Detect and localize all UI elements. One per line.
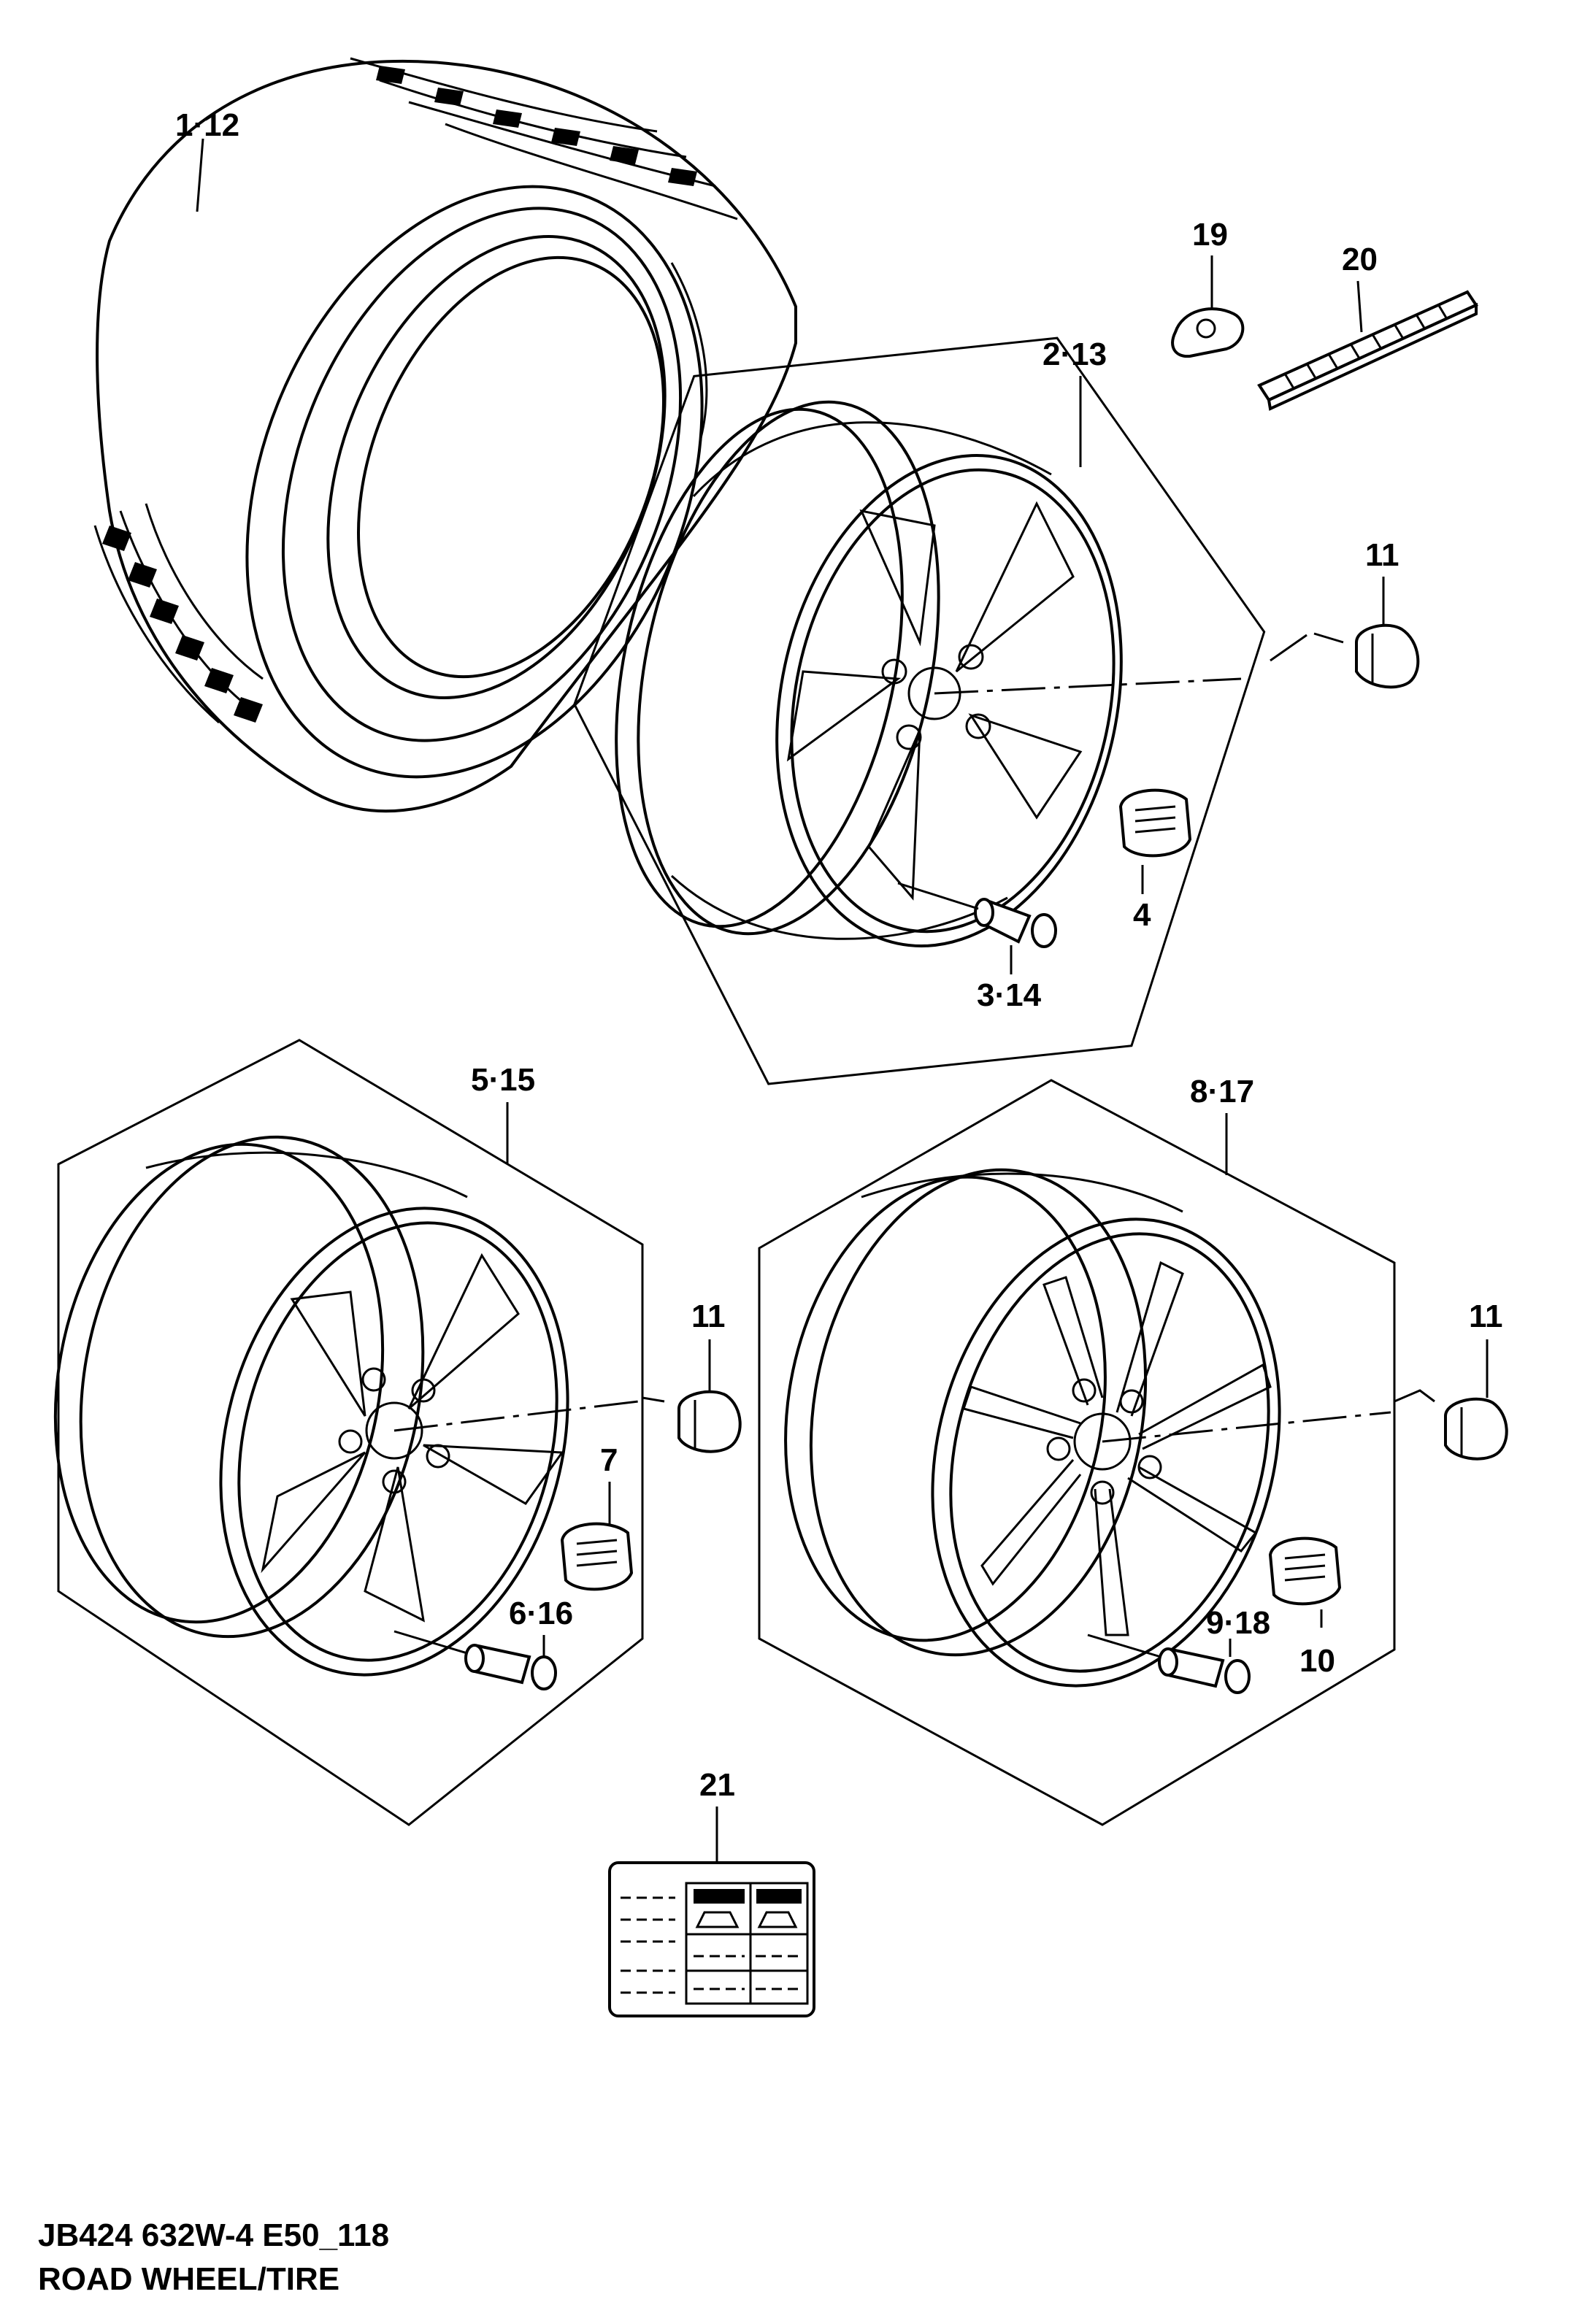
callout-valve-c[interactable]: 9·18 <box>1206 1605 1270 1641</box>
tpms-sensor[interactable] <box>1171 307 1245 358</box>
center-cap-a[interactable] <box>1118 788 1192 858</box>
wheel-a[interactable] <box>572 374 1164 979</box>
callout-wheel-a[interactable]: 2·13 <box>1042 336 1107 372</box>
callout-center-cap-b[interactable]: 7 <box>600 1442 618 1478</box>
valve-c[interactable] <box>1158 1647 1251 1694</box>
valve-b[interactable] <box>464 1644 557 1690</box>
leader-line-nut-c <box>1394 1389 1435 1403</box>
callout-tire-label[interactable]: 21 <box>699 1767 735 1803</box>
diagram-title: ROAD WHEEL/TIRE <box>38 2261 340 2297</box>
wheel-nut-b[interactable] <box>677 1390 742 1453</box>
wheel-b[interactable] <box>19 1109 618 1714</box>
wheel-c-frame <box>758 1079 1396 1826</box>
callout-valve-b[interactable]: 6·16 <box>509 1596 573 1631</box>
valve-a[interactable] <box>974 898 1057 948</box>
tire-placard[interactable] <box>608 1861 815 2017</box>
leader-line-weight <box>1356 280 1363 333</box>
center-line-a <box>934 677 1242 695</box>
wheel-nut-c[interactable] <box>1444 1397 1508 1461</box>
callout-center-cap-c[interactable]: 10 <box>1299 1643 1335 1679</box>
wheel-b-frame <box>57 1039 644 1826</box>
balance-weight[interactable] <box>1257 290 1478 411</box>
callout-wheel-c[interactable]: 8·17 <box>1190 1074 1254 1109</box>
leader-line-valve-b-stem <box>393 1630 468 1655</box>
tire[interactable] <box>93 57 797 845</box>
center-line-c <box>1102 1411 1391 1443</box>
callout-balance-weight[interactable]: 20 <box>1342 242 1378 277</box>
callout-nut-b[interactable]: 11 <box>691 1298 726 1334</box>
callout-nut-a[interactable]: 11 <box>1365 537 1399 573</box>
wheel-c[interactable] <box>750 1143 1330 1725</box>
leader-line-nut-b <box>642 1396 665 1403</box>
callout-wheel-b[interactable]: 5·15 <box>471 1062 535 1098</box>
callout-valve-a[interactable]: 3·14 <box>977 977 1042 1013</box>
leader-line-nut-a <box>1270 632 1344 662</box>
center-line-b <box>393 1400 640 1432</box>
diagram-code: JB424 632W-4 E50_118 <box>38 2217 390 2253</box>
leader-line-tire <box>196 138 204 212</box>
leader-line-valve-a-stem <box>897 882 979 910</box>
callout-center-cap-a[interactable]: 4 <box>1133 897 1151 933</box>
callout-tire[interactable]: 1·12 <box>175 107 239 143</box>
center-cap-c[interactable] <box>1268 1536 1342 1606</box>
wheel-a-frame <box>573 336 1266 1085</box>
callout-tpms-sensor[interactable]: 19 <box>1192 217 1228 253</box>
callout-nut-c[interactable]: 11 <box>1469 1298 1503 1334</box>
wheel-nut-a[interactable] <box>1355 623 1420 689</box>
center-cap-b[interactable] <box>560 1522 634 1591</box>
leader-line-valve-c-stem <box>1087 1634 1161 1658</box>
